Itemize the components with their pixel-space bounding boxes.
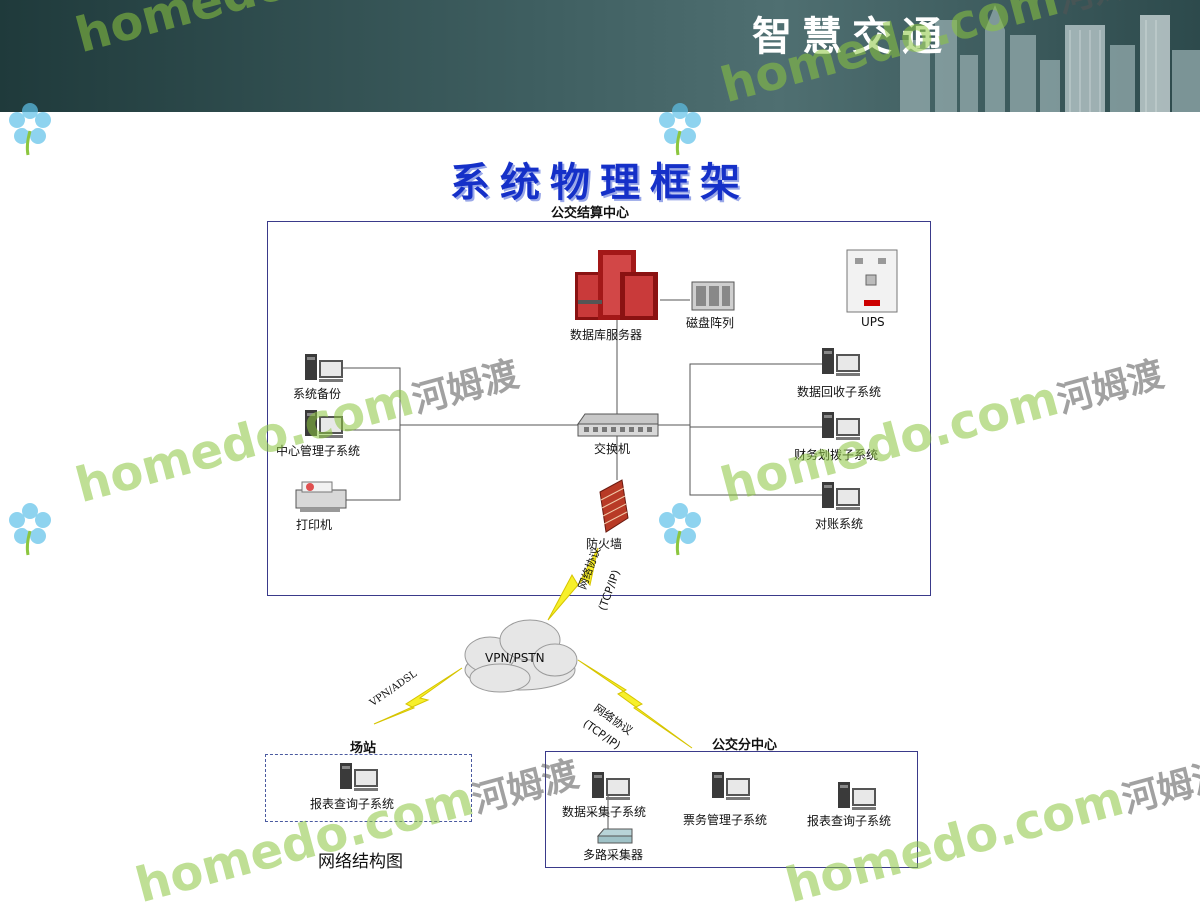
center-mgmt-label: 中心管理子系统 [276,444,361,458]
data-recovery-label: 数据回收子系统 [797,385,882,399]
db-server-label: 数据库服务器 [570,328,643,342]
center-zone-label: 公交结算中心 [551,206,630,221]
cloud-label: VPN/PSTN [485,651,545,665]
finance-label: 财务划拨子系统 [794,448,879,462]
ups-label: UPS [861,315,885,329]
branch-zone-box [545,751,918,868]
skyline-graphic [900,5,1200,112]
data-collect-label: 数据采集子系统 [562,805,647,819]
reconcile-label: 对账系统 [815,517,864,531]
sys-backup-label: 系统备份 [293,387,342,401]
station-zone-box [265,754,472,822]
station-report-label: 报表查询子系统 [310,797,395,811]
branch-zone-label: 公交分中心 [712,738,778,753]
firewall-label: 防火墙 [586,537,623,551]
printer-label: 打印机 [296,518,333,532]
station-zone-label: 场站 [350,741,377,756]
multi-collector-label: 多路采集器 [583,848,644,862]
lightning-bolt-right [577,659,693,749]
ticket-mgmt-label: 票务管理子系统 [683,813,768,827]
disk-array-label: 磁盘阵列 [686,316,735,330]
branch-report-label: 报表查询子系统 [807,814,892,828]
center-zone-box [267,221,931,596]
header-banner: 智慧交通 [0,0,1200,112]
lightning-bolt-upper [547,547,599,621]
switch-label: 交换机 [594,442,631,456]
lightning-bolt-left [373,667,463,725]
slide-title: 系统物理框架 [450,159,750,206]
diagram-caption: 网络结构图 [318,852,403,872]
header-title: 智慧交通 [752,14,952,60]
